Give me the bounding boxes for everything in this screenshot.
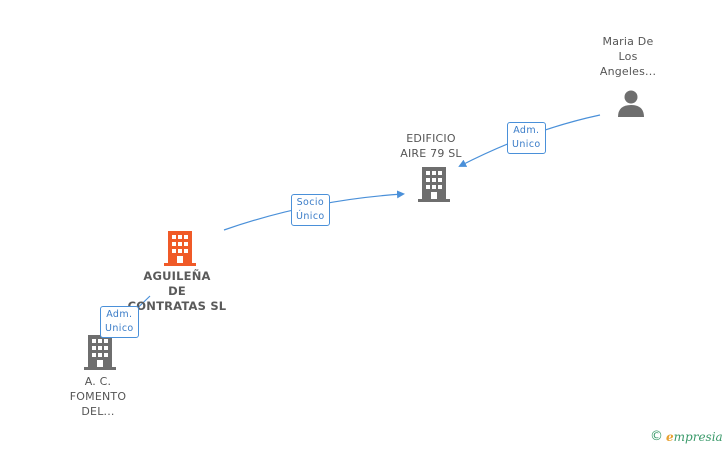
edge-label-line: Adm. <box>106 309 133 320</box>
node-label-line: A. C. <box>84 375 112 388</box>
node-label-line: AIRE 79 SL <box>400 147 462 160</box>
edge-label-line: Unico <box>512 139 541 150</box>
edge-label-line: Unico <box>105 323 134 334</box>
node-label-line: DE <box>168 284 186 298</box>
node-label-line: AGUILEÑA <box>143 269 211 283</box>
node-label-maria[interactable]: Maria De Los Angeles... <box>588 34 668 79</box>
edge-label-socio-unico[interactable]: Socio Único <box>291 194 330 226</box>
brand-name: mpresia <box>673 429 723 444</box>
node-label-line: EDIFICIO <box>406 132 456 145</box>
node-label-aguilena[interactable]: AGUILEÑA DE CONTRATAS SL <box>117 269 237 314</box>
node-label-line: Los <box>618 50 638 63</box>
person-icon[interactable] <box>616 88 646 118</box>
edge-label-line: Adm. <box>513 125 540 136</box>
node-label-line: Angeles... <box>599 65 657 78</box>
copyright-icon: © <box>650 429 663 444</box>
edge-label-adm-unico[interactable]: Adm. Unico <box>100 306 139 338</box>
node-label-line: FOMENTO <box>69 390 127 403</box>
edge-label-adm-unico[interactable]: Adm. Unico <box>507 122 546 154</box>
building-icon-main[interactable] <box>164 230 196 266</box>
brand-logo[interactable]: empresia <box>666 430 723 444</box>
node-label-edificio[interactable]: EDIFICIO AIRE 79 SL <box>391 131 471 161</box>
brand-initial: e <box>666 429 674 444</box>
node-label-line: Maria De <box>602 35 654 48</box>
edge-label-line: Único <box>296 211 325 222</box>
brand-footer: © empresia <box>650 429 723 444</box>
node-label-fomento[interactable]: A. C. FOMENTO DEL... <box>58 374 138 419</box>
node-label-line: CONTRATAS SL <box>127 299 227 313</box>
edge-label-line: Socio <box>296 197 325 208</box>
building-icon[interactable] <box>418 166 450 202</box>
node-label-line: DEL... <box>81 405 115 418</box>
building-icon[interactable] <box>84 334 116 370</box>
